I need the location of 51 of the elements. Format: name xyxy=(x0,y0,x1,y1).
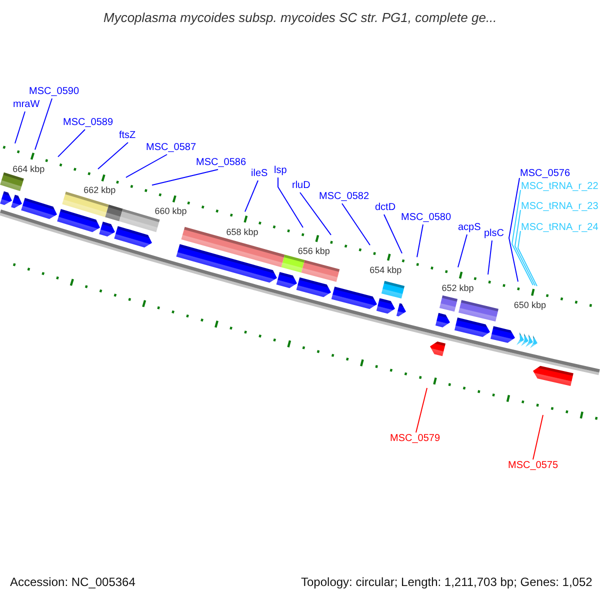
leader-line xyxy=(517,230,538,287)
leader-line xyxy=(458,234,468,268)
leader-line xyxy=(152,169,218,186)
leader-line xyxy=(416,388,428,433)
leader-line xyxy=(532,414,544,460)
gene-label: MSC_0575 xyxy=(508,460,558,472)
gene-label: MSC_tRNA_r_22 xyxy=(521,181,598,193)
genome-summary-text: Topology: circular; Length: 1,211,703 bp; Genes: 1,052 xyxy=(301,575,592,589)
gene-label: MSC_0589 xyxy=(63,117,114,129)
tick-label: 654 kbp xyxy=(370,264,402,275)
gene-label: MSC_tRNA_r_24 xyxy=(521,222,598,234)
gene-label: MSC_0580 xyxy=(401,212,452,224)
map-title: Mycoplasma mycoides subsp. mycoides SC str. PG1, complete ge... xyxy=(104,10,497,26)
accession-text: Accession: NC_005364 xyxy=(10,575,136,589)
tick-label: 664 kbp xyxy=(12,164,45,174)
gene-label: MSC_0576 xyxy=(520,168,570,180)
leader-line xyxy=(384,214,402,254)
leader-line xyxy=(514,210,536,286)
gene-label: MSC_0587 xyxy=(146,142,196,154)
leader-line xyxy=(58,129,86,158)
gene-label: MSC_tRNA_r_23 xyxy=(521,201,598,213)
leader-line xyxy=(244,180,258,212)
gene-label: mraW xyxy=(13,99,40,111)
gene-label: dctD xyxy=(375,202,396,214)
leader-line xyxy=(300,192,332,236)
leader-line xyxy=(342,203,370,246)
gene-label: ileS xyxy=(251,168,268,180)
gene-label: lsp xyxy=(274,165,287,177)
gene-label: MSC_0582 xyxy=(319,191,370,203)
leader-line xyxy=(14,111,26,144)
tick-label: 658 kbp xyxy=(226,226,258,237)
gene-label: plsC xyxy=(484,228,504,240)
leader-line xyxy=(488,240,492,275)
gene-label: rluD xyxy=(292,180,310,192)
gene-label: acpS xyxy=(458,222,481,234)
leader-line xyxy=(278,177,304,228)
leader-line xyxy=(511,190,534,286)
tick-label: 662 kbp xyxy=(84,185,116,196)
gene-label: ftsZ xyxy=(119,130,136,142)
tick-label: 660 kbp xyxy=(154,206,187,216)
tick-label: 650 kbp xyxy=(514,300,546,310)
leader-line xyxy=(126,154,168,178)
gene-label: MSC_0590 xyxy=(29,86,80,98)
leader-line xyxy=(34,98,52,150)
gene-label: MSC_0579 xyxy=(390,433,440,445)
gene-label: MSC_0586 xyxy=(196,157,246,169)
tick-label: 656 kbp xyxy=(298,246,330,256)
leader-line xyxy=(98,142,128,170)
tick-label: 652 kbp xyxy=(442,282,474,293)
leader-line xyxy=(416,224,424,258)
leader-line xyxy=(508,178,520,282)
